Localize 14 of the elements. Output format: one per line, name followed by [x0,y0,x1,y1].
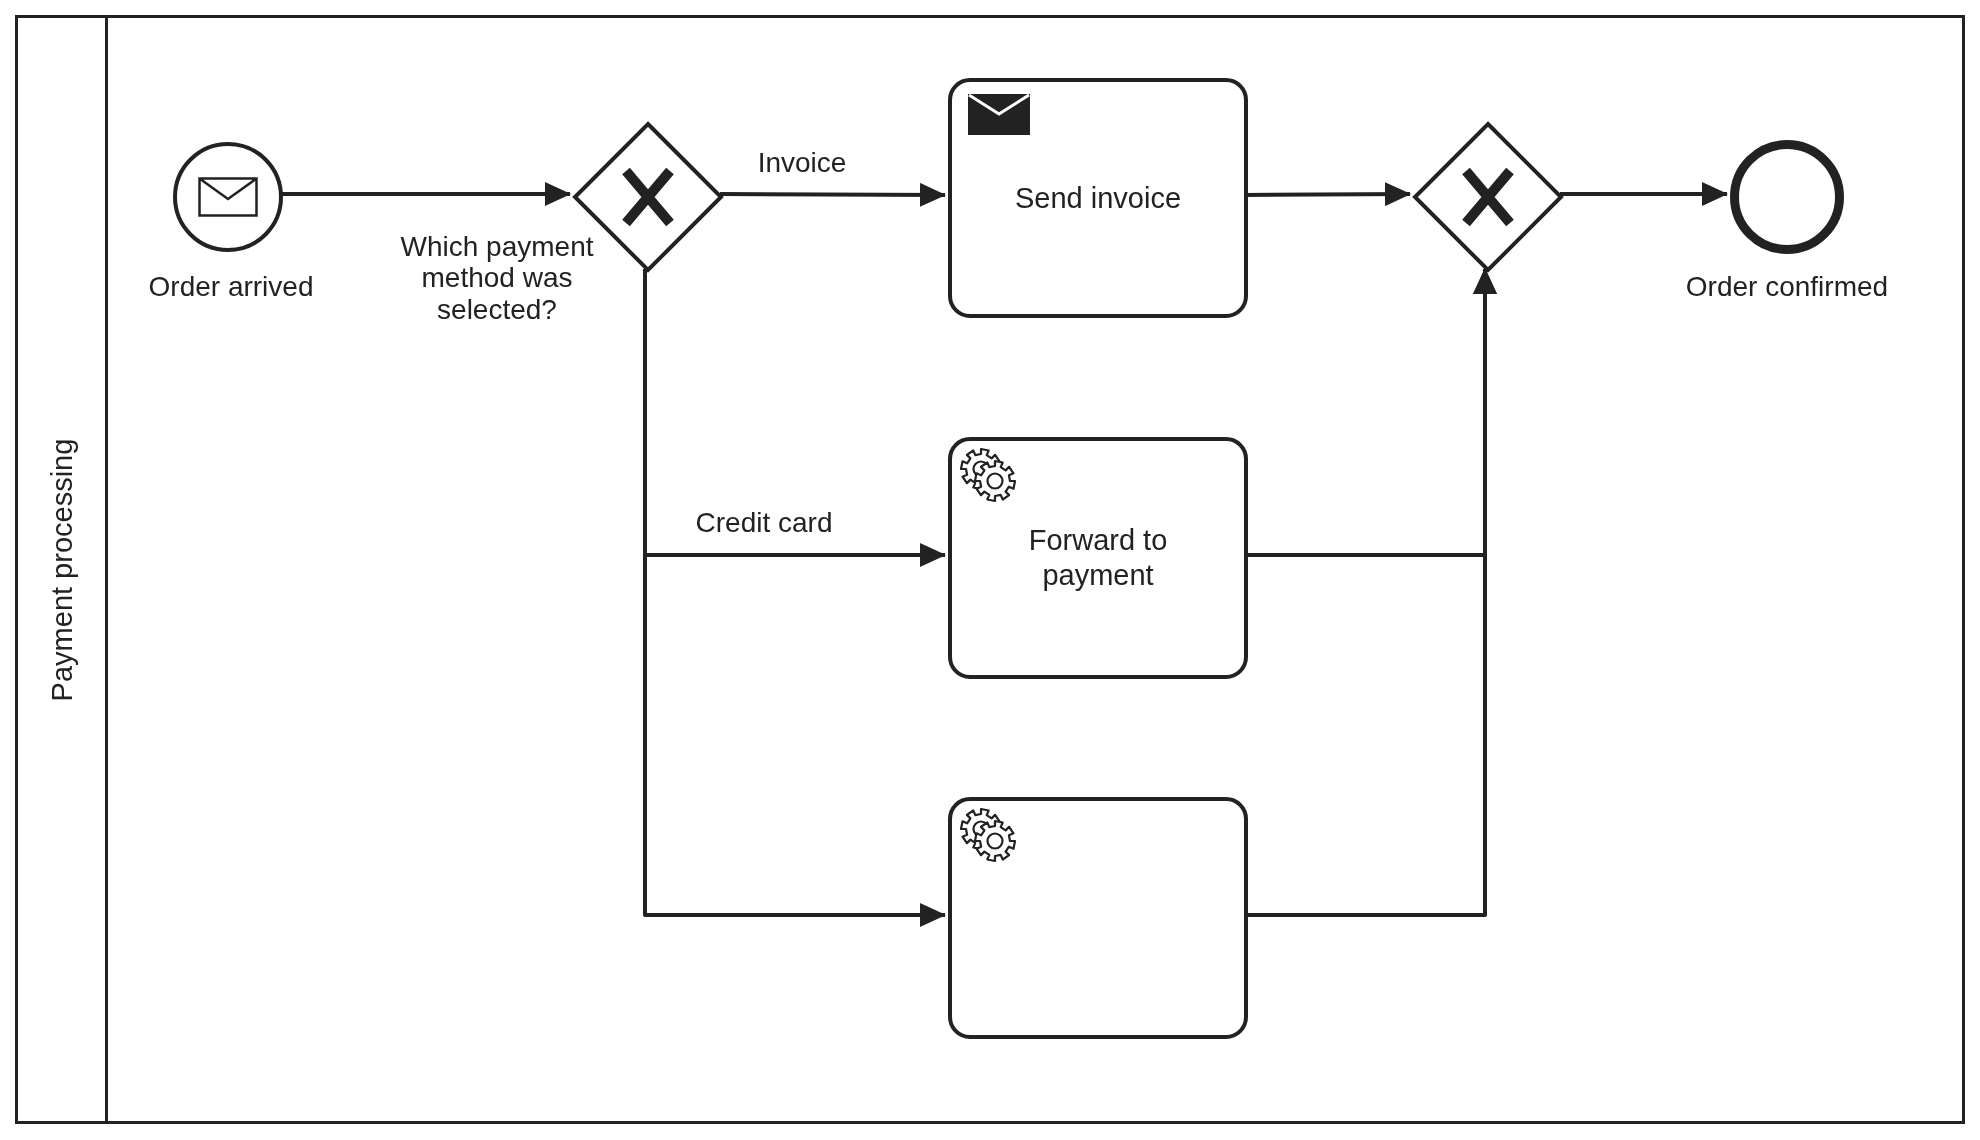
pool [15,15,1965,1124]
sequence-flow-arrow [1245,182,1411,207]
sequence-flow-arrow [280,182,571,206]
event-label: Order confirmed [1684,271,1890,303]
task-label: Send invoice [1013,180,1183,216]
task-box [948,78,1248,318]
event-label: Which payment method was selected? [399,231,595,326]
sequence-flow-arrow [1560,182,1728,206]
lane-label: Payment processing [44,438,79,701]
task-label: Forward to payment [1027,523,1169,593]
sequence-flow-arrow [720,182,946,207]
event-label: Order arrived [147,271,315,303]
task-box [948,437,1248,679]
task-box [948,797,1248,1039]
